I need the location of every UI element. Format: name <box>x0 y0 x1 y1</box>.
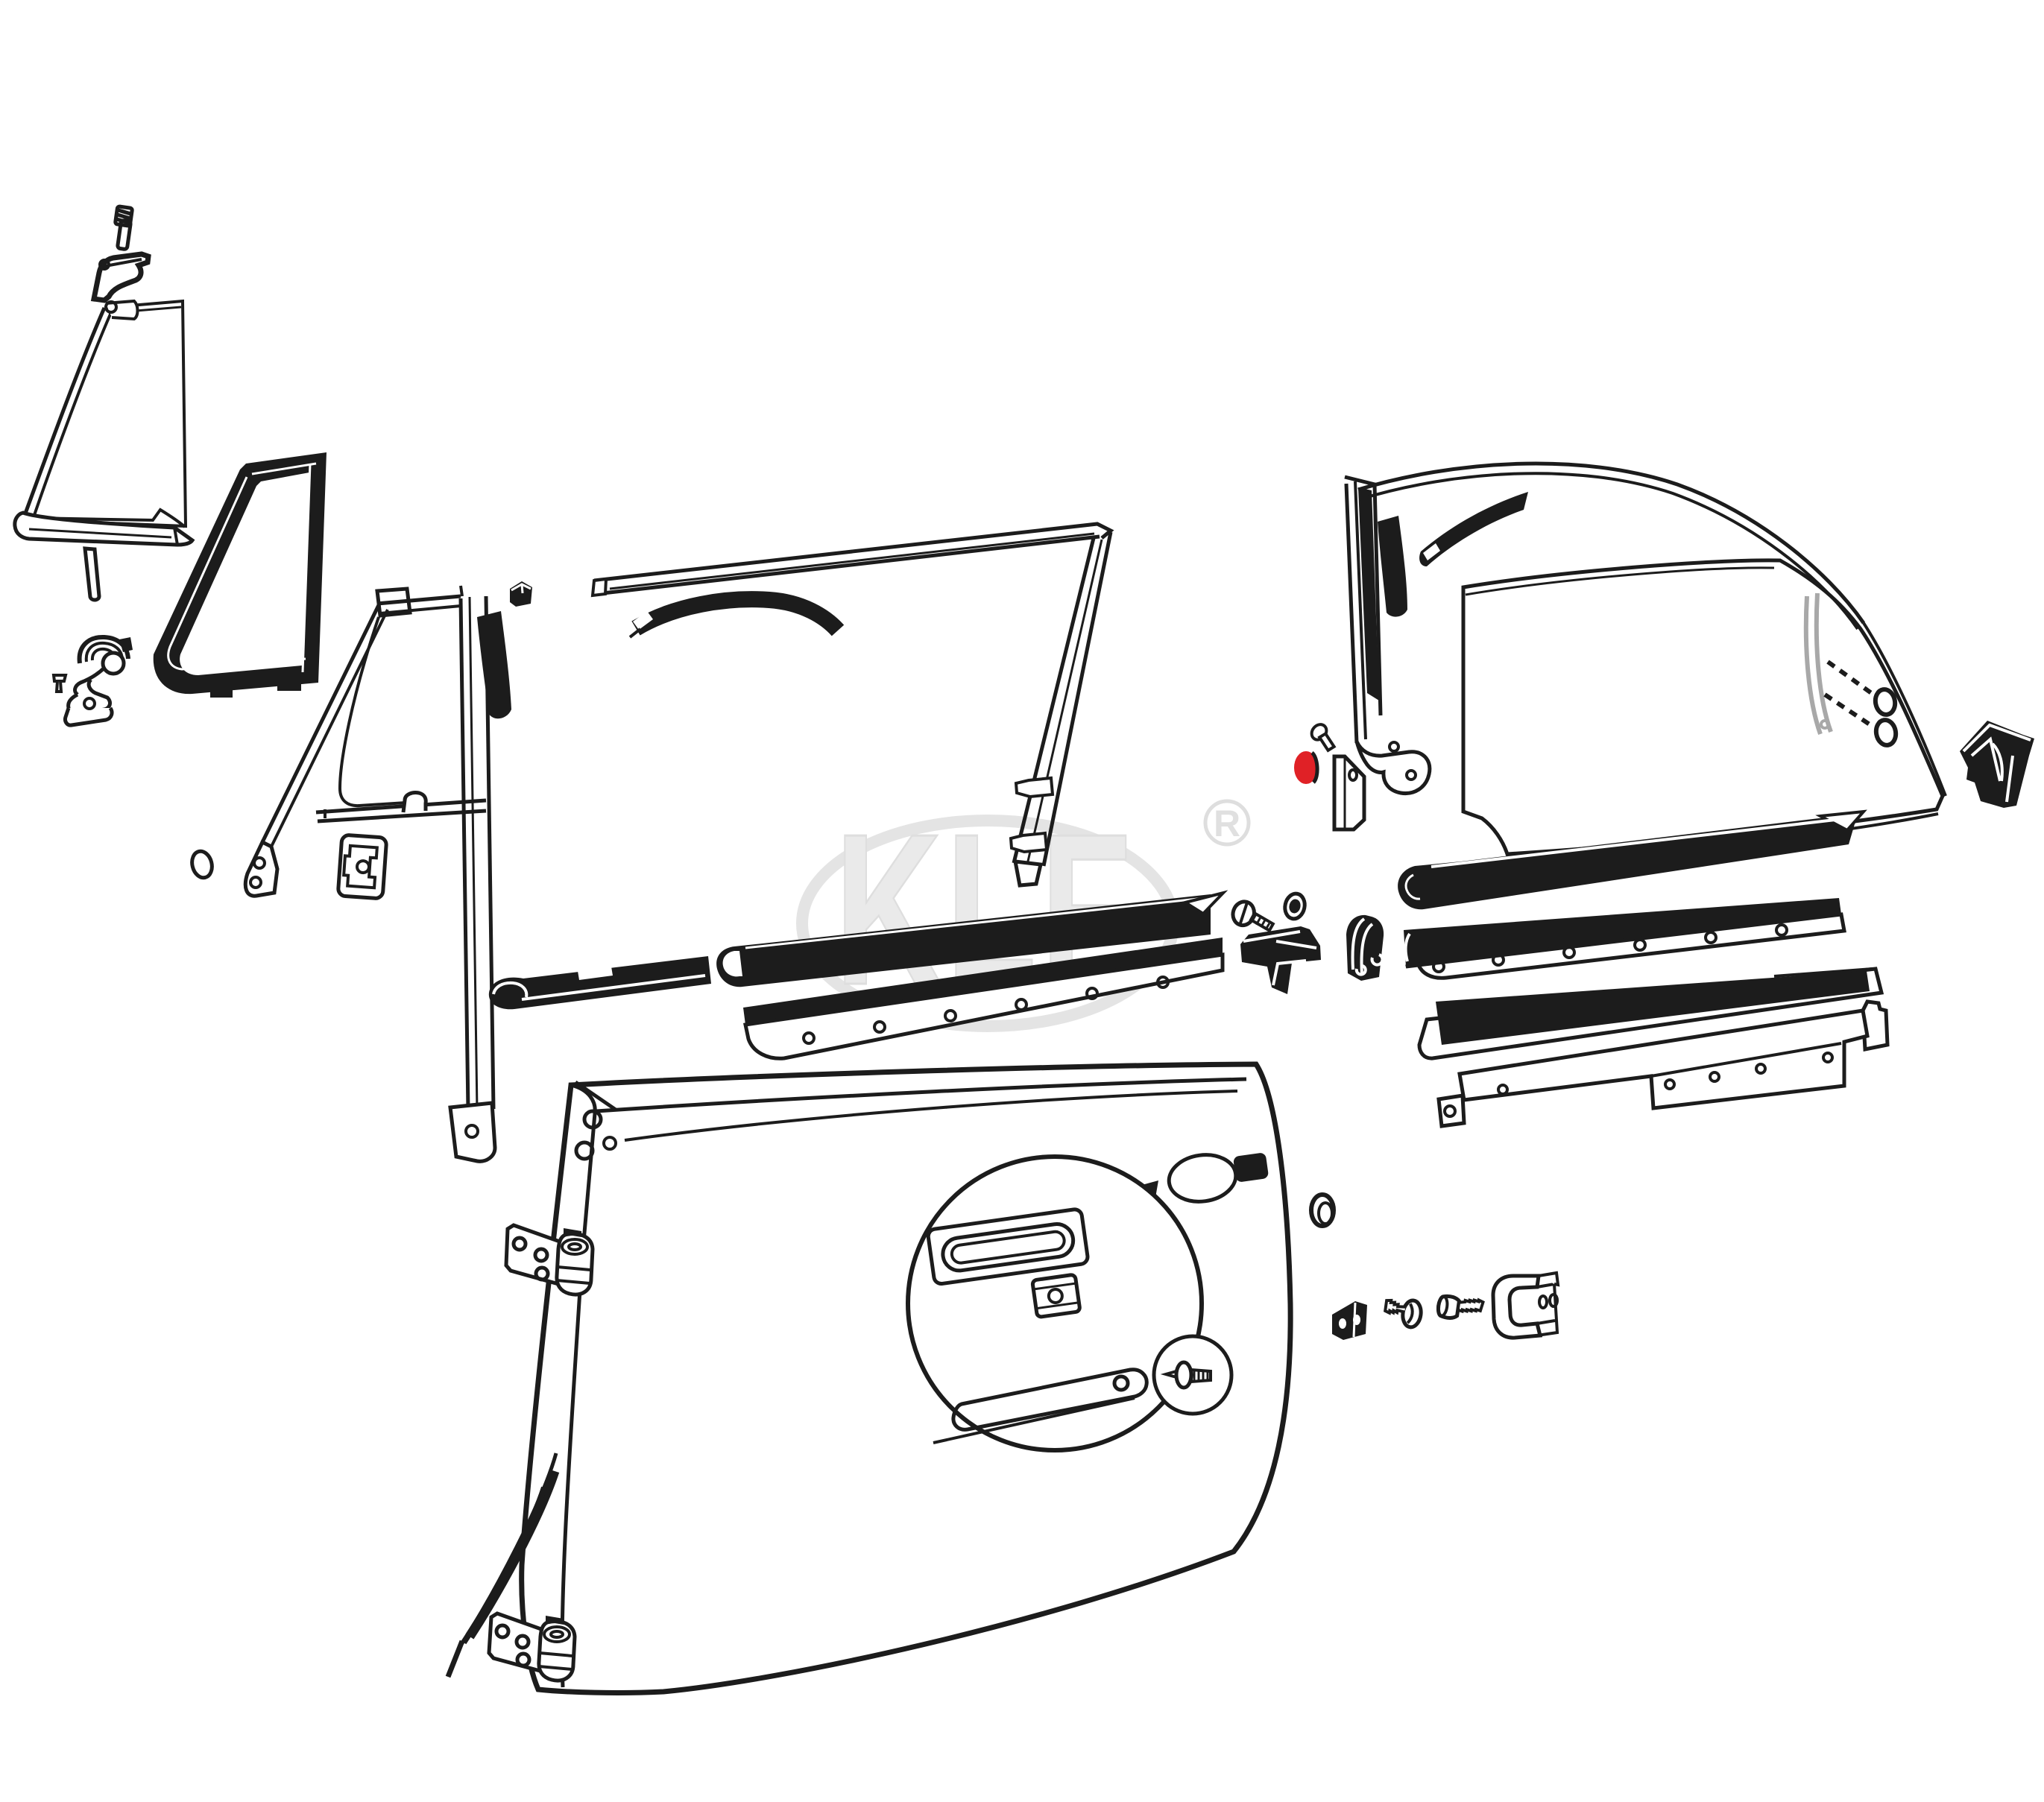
svg-text:R: R <box>1214 803 1240 844</box>
